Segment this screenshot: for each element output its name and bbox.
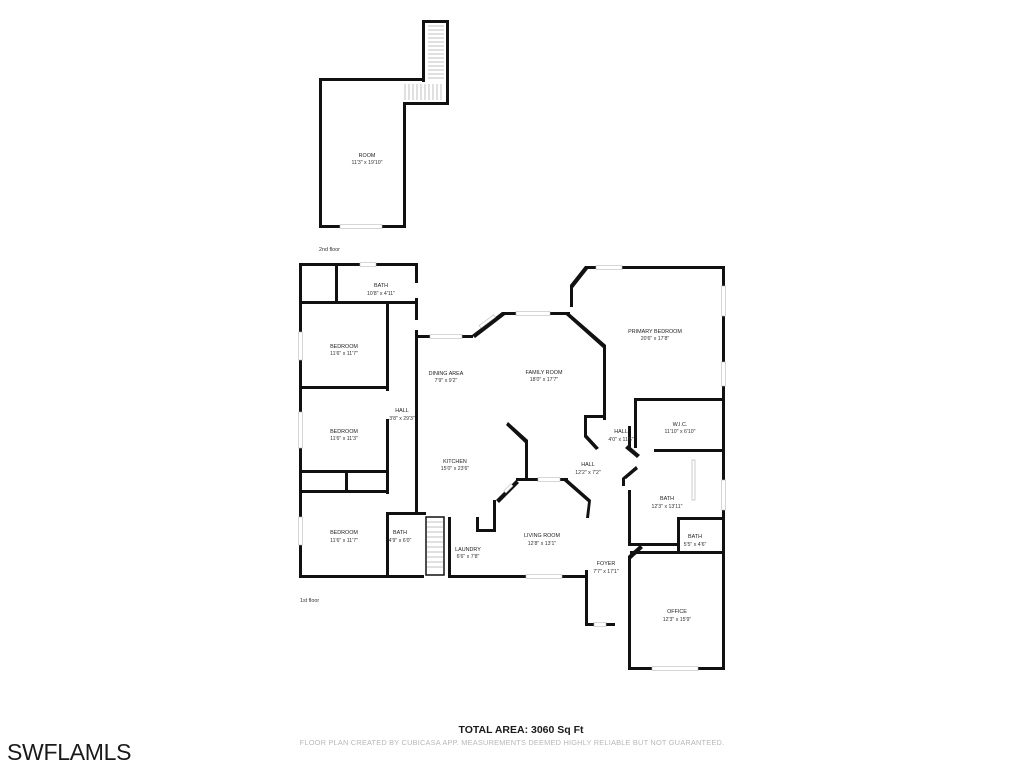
room-laundry-dims: 6'6" x 7'8" [457, 554, 480, 560]
room-bath-1-name: BATH [374, 283, 388, 289]
room-kitchen-dims: 15'0" x 23'6" [441, 466, 470, 472]
room-foyer-name: FOYER [597, 561, 616, 567]
room-bedroom-2-name: BEDROOM [330, 429, 358, 435]
room-bath-3-dims: 12'3" x 13'11" [652, 504, 683, 510]
room-hall-1-dims: 3'8" x 29'3" [389, 416, 415, 422]
room-laundry-name: LAUNDRY [455, 547, 481, 553]
room-hall-2-name: HALL [581, 462, 595, 468]
room-bedroom-1-name: BEDROOM [330, 344, 358, 350]
room-bedroom-2-dims: 11'6" x 11'3" [330, 436, 358, 442]
total-area: TOTAL AREA: 3060 Sq Ft [458, 724, 584, 736]
stairs [404, 25, 444, 100]
room-bedroom-3-dims: 11'6" x 11'7" [330, 538, 358, 544]
disclaimer: FLOOR PLAN CREATED BY CUBICASA APP. MEAS… [300, 738, 725, 747]
second-floor: ROOM 11'3" x 19'10" 2nd floor [319, 20, 449, 253]
room-bath-2-dims: 4'9" x 6'0" [389, 538, 412, 544]
room-family-dims: 18'0" x 17'7" [530, 377, 559, 383]
room-foyer-dims: 7'7" x 17'1" [593, 569, 619, 575]
room-label-name: ROOM [359, 153, 376, 159]
room-family-name: FAMILY ROOM [526, 370, 563, 376]
room-wic-dims: 11'10" x 6'10" [665, 429, 696, 435]
room-bath-2-name: BATH [393, 530, 407, 536]
room-bath-4-dims: 5'5" x 4'6" [684, 542, 707, 548]
room-hall-2-dims: 12'2" x 7'2" [575, 470, 601, 476]
watermark-logo: SWFLAMLS [7, 739, 131, 765]
room-wic-name: W.I.C. [673, 422, 688, 428]
room-primary-dims: 20'6" x 17'8" [641, 336, 670, 342]
stairs-first [425, 516, 445, 576]
room-kitchen-name: KITCHEN [443, 459, 467, 465]
room-hall-3-dims: 4'0" x 11'6" [608, 437, 633, 443]
room-bedroom-3-name: BEDROOM [330, 530, 358, 536]
first-floor: BATH 10'8" x 4'11" BEDROOM 11'6" x 11'7"… [298, 262, 726, 671]
floor-label-1st: 1st floor [300, 598, 319, 604]
floor-label-2nd: 2nd floor [319, 247, 340, 253]
room-office-name: OFFICE [667, 609, 687, 615]
room-hall-1-name: HALL [395, 408, 409, 414]
room-dining-name: DINING AREA [429, 371, 464, 377]
room-bath-1-dims: 10'8" x 4'11" [367, 291, 395, 297]
room-living-name: LIVING ROOM [524, 533, 560, 539]
room-bath-4-name: BATH [688, 534, 702, 540]
room-living-dims: 12'8" x 13'1" [528, 541, 557, 547]
room-bedroom-1-dims: 11'6" x 11'7" [330, 351, 358, 357]
room-bath-3-name: BATH [660, 496, 674, 502]
room-hall-3-name: HALL [614, 429, 628, 435]
room-label-dims: 11'3" x 19'10" [352, 160, 383, 166]
room-office-dims: 12'3" x 15'9" [663, 617, 692, 623]
room-dining-dims: 7'9" x 9'2" [435, 378, 458, 384]
room-primary-name: PRIMARY BEDROOM [628, 329, 682, 335]
